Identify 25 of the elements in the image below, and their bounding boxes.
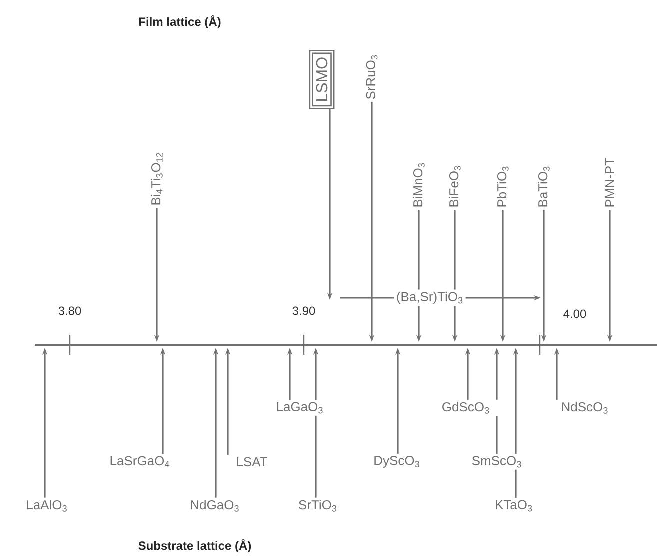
material-label: SrRuO$_{3}$ (366, 55, 378, 100)
material-label: DyScO$_{3}$ (372, 454, 422, 470)
material-label: PbTiO$_{3}$ (497, 166, 509, 207)
tick-label: 3.90 (291, 306, 317, 316)
material-label: Bi$_{4}$Ti$_{3}$O$_{12}$ (151, 153, 163, 205)
material-label: NdScO$_{3}$ (559, 400, 611, 416)
tick-label: 4.00 (562, 308, 588, 320)
material-label: LaSrGaO$_{4}$ (108, 454, 172, 470)
material-label: SrTiO$_{3}$ (296, 498, 340, 514)
material-label: NdGaO$_{3}$ (188, 498, 242, 514)
tick-label: 3.80 (57, 306, 83, 316)
material-label: LSAT (234, 455, 270, 469)
material-label: GdScO$_{3}$ (440, 400, 492, 416)
title-text: Film lattice (Å) (139, 15, 221, 29)
material-label: BiMnO$_{3}$ (413, 163, 425, 207)
title-text: Substrate lattice (Å) (138, 539, 252, 553)
material-label: PMN-PT (606, 158, 614, 207)
label-box: LSMO (309, 50, 335, 110)
material-label: KTaO$_{3}$ (492, 498, 536, 514)
material-label: LaGaO$_{3}$ (274, 400, 326, 416)
material-label: (Ba,Sr)TiO$_{3}$ (394, 290, 466, 306)
material-label: SmScO$_{3}$ (470, 454, 524, 470)
material-label: BiFeO$_{3}$ (449, 166, 461, 207)
material-label: BaTiO$_{3}$ (538, 166, 550, 207)
material-label: LaAlO$_{3}$ (24, 498, 70, 514)
